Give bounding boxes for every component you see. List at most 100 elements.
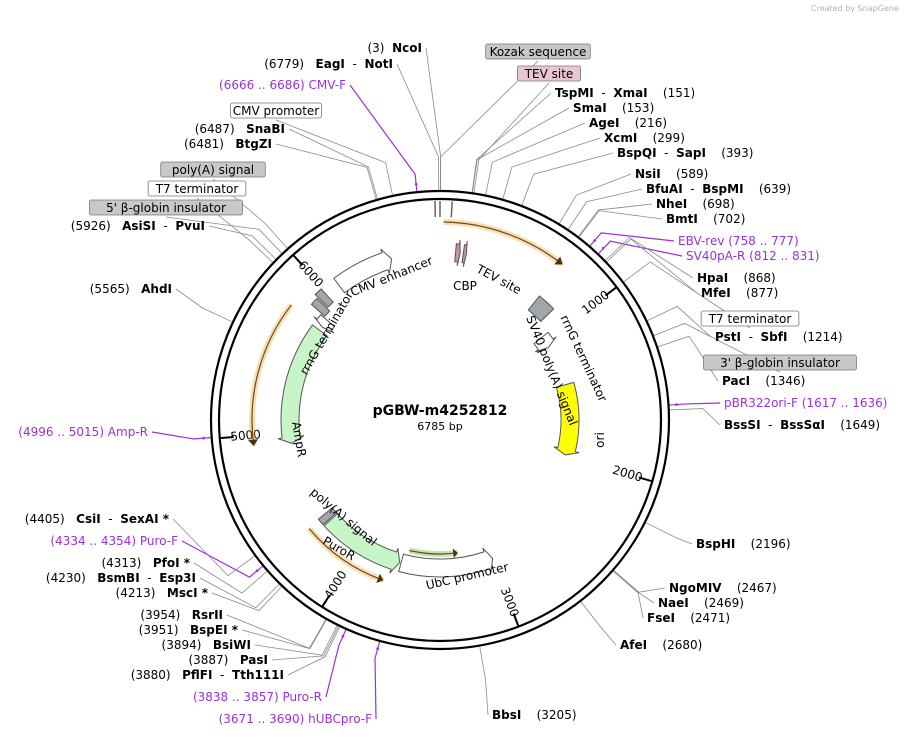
label-polya-signal-box: poly(A) signal: [172, 163, 254, 177]
box-kozak: [485, 43, 591, 60]
enzyme-naei: NaeI (2469): [658, 596, 744, 610]
leader-puro-r: [325, 629, 347, 698]
enzyme-name: AsiSI: [122, 219, 156, 233]
feature-puror: [323, 512, 401, 574]
feature-cbp: [454, 240, 461, 267]
enzyme-pflfi: (3880) PflFI - Tth111I: [131, 668, 284, 682]
leader-xcmi: [502, 137, 601, 199]
cut-position: (299): [637, 131, 685, 145]
enzyme-name: SmaI: [573, 101, 607, 115]
tick-mark: [512, 613, 520, 627]
label-t7-term-right: T7 terminator: [708, 312, 792, 326]
leader-hubcpro-f: [374, 641, 381, 720]
enzyme-name: NsiI: [635, 167, 661, 181]
orf-arrowhead: [554, 256, 563, 265]
leader-ebv-rev: [589, 232, 675, 247]
leader-pasi: [271, 626, 339, 661]
leader-puro-f: [181, 540, 263, 578]
enzyme-name: AgeI: [589, 116, 619, 130]
feature-5-beta-globin-insulator: [314, 288, 334, 308]
leader-hpai: [605, 236, 694, 279]
label-bglobin-3: 3' β-globin insulator: [720, 356, 840, 370]
label-bglobin-5: 5' β-globin insulator: [106, 201, 226, 215]
cut-position: (6487): [195, 122, 246, 136]
cut-position: -: [345, 57, 365, 71]
cut-position: (639): [744, 182, 792, 196]
enzyme-name: CsiI: [76, 512, 101, 526]
enzyme-name: PstI: [715, 330, 741, 344]
leader-nhei: [578, 203, 653, 237]
enzyme-name: SapI: [676, 146, 706, 160]
cut-position: -: [683, 182, 703, 196]
leader-smai: [472, 107, 570, 193]
enzyme-name: SbfI: [761, 330, 788, 344]
enzyme-xcmi: XcmI (299): [604, 131, 685, 145]
tick-mark: [321, 594, 331, 608]
leader-cmv-promoter-box: [275, 119, 393, 196]
enzyme-name: BtgZI: [235, 137, 272, 151]
cut-position: (3954): [140, 608, 191, 622]
enzyme-name: NcoI: [392, 41, 422, 55]
enzyme-name: XcmI: [604, 131, 637, 145]
leader-pflfi: [287, 626, 341, 676]
cut-position: (1214): [787, 330, 842, 344]
primer-cmv-f: (6666 .. 6686) CMV-F: [219, 78, 346, 92]
enzyme-name: PvuI: [175, 219, 205, 233]
enzyme-name: TspMI: [555, 86, 594, 100]
box-cmv-promoter-box: [230, 102, 322, 119]
orf-arc: [308, 528, 384, 581]
box-t7-term-right: [700, 310, 800, 327]
enzyme-name: SexAI *: [120, 512, 169, 526]
cut-position: (2196): [735, 537, 790, 551]
enzyme-afei: AfeI (2680): [620, 638, 702, 652]
enzyme-name: NaeI: [658, 596, 689, 610]
cut-position: (6481): [184, 137, 235, 151]
ori-label: ori: [593, 432, 607, 448]
enzyme-nsii: NsiI (589): [635, 167, 708, 181]
inner-mark: [450, 201, 453, 218]
primer-mark: [593, 238, 597, 243]
leader-msci: [211, 586, 282, 612]
cut-position: (2469): [689, 596, 744, 610]
enzyme-name: BspEI *: [190, 623, 239, 637]
tick-label: 2000: [611, 463, 644, 485]
label-kozak: Kozak sequence: [490, 45, 587, 59]
enzyme-snabi: (6487) SnaBI: [195, 122, 285, 136]
leader-csii: [172, 518, 255, 577]
tick-mark: [638, 476, 653, 483]
leader-pfoi: [193, 562, 268, 594]
leader-asisi: [208, 225, 277, 260]
feature-ubc-promoter: [398, 547, 494, 578]
leader-snabi: [288, 128, 378, 199]
enzyme-name: BbsI: [492, 708, 521, 722]
enzyme-hpai: HpaI (868): [697, 271, 776, 285]
enzyme-name: PacI: [722, 374, 750, 388]
enzyme-msci: (4213) MscI *: [116, 586, 209, 600]
orf-arc: [443, 221, 563, 265]
tick-label: 1000: [579, 288, 612, 318]
label-t7-term-left: T7 terminator: [155, 182, 239, 196]
primer-mark: [376, 647, 380, 650]
feature-tev-site: [461, 240, 468, 267]
leader-cmv-f: [349, 84, 418, 192]
enzyme-csii: (4405) CsiI - SexAI *: [25, 512, 170, 526]
leader-psti: [647, 305, 712, 338]
leader-fsei: [613, 570, 644, 619]
cut-position: (4230): [46, 571, 97, 585]
enzyme-name: EagI: [316, 57, 345, 71]
cut-position: -: [657, 146, 677, 160]
enzyme-name: NheI: [656, 197, 687, 211]
enzyme-name: NgoMIV: [669, 581, 722, 595]
primer-mark: [255, 569, 259, 573]
primer-sv40pa-r: SV40pA-R (812 .. 831): [686, 249, 820, 263]
leader-mfei: [606, 238, 698, 294]
feature-rrng-terminator-right: [533, 331, 557, 353]
enzyme-psti: PstI - SbfI (1214): [715, 330, 843, 344]
cut-position: (2471): [675, 611, 730, 625]
enzyme-name: BspMI: [702, 182, 743, 196]
leader-nsii: [558, 173, 632, 224]
cut-position: (3205): [521, 708, 576, 722]
enzyme-name: PflFI: [182, 668, 212, 682]
cut-position: (393): [706, 146, 754, 160]
tick-label: 3000: [498, 585, 522, 619]
